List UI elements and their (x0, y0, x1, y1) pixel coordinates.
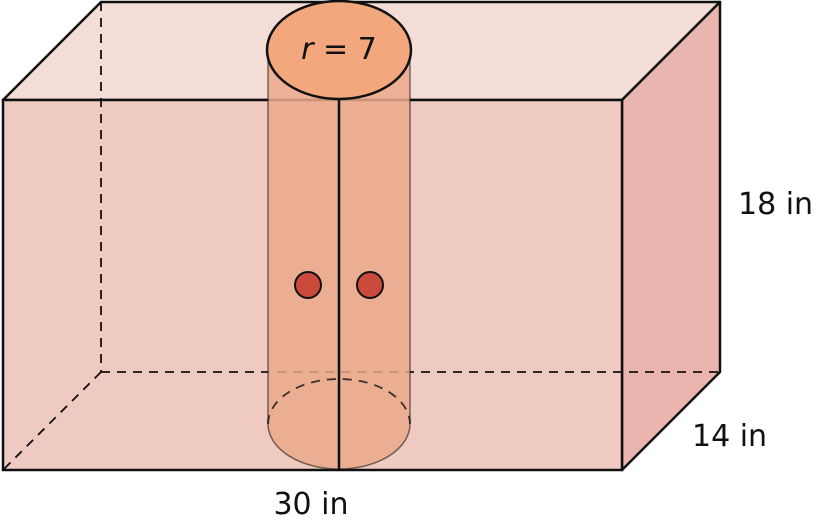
depth-label: 14 in (692, 419, 767, 454)
cylinder-bottom-hidden-arc (267, 378, 411, 425)
radius-value: = 7 (314, 32, 377, 67)
cylinder-top-face (265, 0, 413, 101)
width-label: 30 in (273, 487, 348, 522)
left-dot (294, 271, 322, 299)
radius-label: r = 7 (301, 32, 377, 67)
radius-variable: r (301, 32, 315, 67)
height-label: 18 in (738, 187, 813, 222)
right-dot (356, 271, 384, 299)
